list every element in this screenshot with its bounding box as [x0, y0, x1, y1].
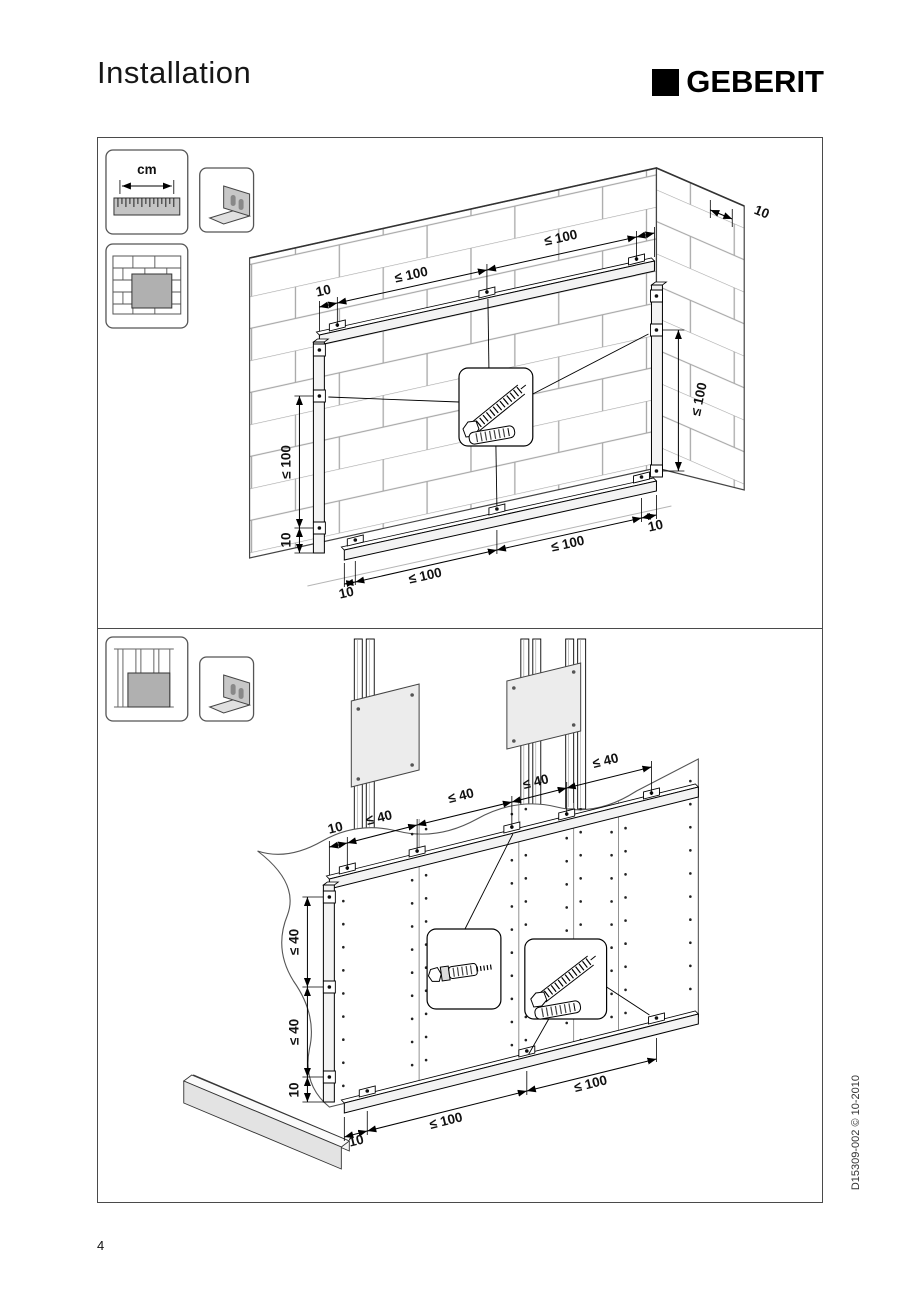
- panel-screw-dots: [342, 779, 692, 1093]
- masonry-installation-section: cm: [98, 138, 822, 629]
- dimension-labels: 10 ≤ 100 ≤ 100 10 ≤ 100 ≤ 100 10 10 ≤ 10…: [278, 202, 771, 602]
- dimension-label: ≤ 100: [428, 1109, 464, 1132]
- screw-illustration: [530, 955, 596, 1008]
- dimension-label: ≤ 100: [572, 1072, 608, 1095]
- wall-plug-illustration: [468, 425, 516, 445]
- screw-and-plug-detail: [524, 938, 608, 1020]
- dimension-label: ≤ 40: [286, 929, 301, 955]
- mounting-plates: [350, 662, 582, 788]
- logo-wordmark: GEBERIT: [686, 64, 824, 99]
- fastening-clip: [649, 464, 663, 478]
- dimension-label: 10: [278, 532, 293, 547]
- fastening-clip: [322, 980, 336, 994]
- dimension-label: ≤ 100: [550, 533, 586, 555]
- drywall-installation-section: 10 ≤ 40 ≤ 40 ≤ 40 ≤ 40 ≤ 40 ≤ 40 10 ≤ 10…: [98, 629, 822, 1203]
- fastening-clip: [649, 289, 663, 303]
- dimension-label: 10: [347, 1132, 365, 1150]
- dimension-label: ≤ 100: [688, 381, 710, 417]
- main-horizontal-rail: [325, 783, 700, 890]
- masonry-wall-icon: [105, 243, 189, 329]
- stud-wall-icon: [105, 636, 189, 722]
- dimension-label: ≤ 40: [521, 771, 550, 792]
- fastening-clip: [312, 389, 326, 403]
- anchor-illustration: [427, 962, 493, 982]
- dimension-label: ≤ 100: [278, 445, 293, 479]
- dimension-label: ≤ 100: [543, 227, 579, 249]
- page-title: Installation: [97, 55, 252, 90]
- logo-square-icon: [652, 68, 680, 96]
- detail-leader-lines: [464, 833, 650, 1055]
- screw-and-plug-detail: [458, 367, 534, 447]
- dimension-label: 10: [326, 819, 344, 837]
- fastening-clip: [312, 343, 326, 357]
- document-reference: D15309-002 © 10-2010: [850, 1075, 862, 1191]
- anchor-detail: [426, 928, 502, 1010]
- ruler-cm-icon: cm: [105, 149, 189, 235]
- geberit-logo: GEBERIT: [652, 64, 824, 100]
- floor-channel: [182, 1074, 351, 1170]
- dimension-lines: [294, 200, 733, 588]
- fastening-clip: [312, 521, 326, 535]
- masonry-diagram: cm: [105, 149, 772, 602]
- dimension-lines: [302, 761, 657, 1141]
- dimension-label: 10: [286, 1082, 301, 1097]
- ruler-unit-label: cm: [137, 162, 156, 177]
- dimension-label: ≤ 40: [286, 1019, 301, 1045]
- dimension-label: 10: [314, 282, 332, 300]
- diagram-frame: cm: [97, 137, 823, 1203]
- drywall-diagram: 10 ≤ 40 ≤ 40 ≤ 40 ≤ 40 ≤ 40 ≤ 40 10 ≤ 10…: [105, 636, 700, 1170]
- mounting-bracket-icon: [199, 656, 255, 722]
- dimension-label: ≤ 40: [365, 807, 394, 828]
- dimension-label: ≤ 40: [591, 750, 620, 771]
- dimension-label: 10: [337, 584, 355, 602]
- dimension-label: 10: [647, 517, 665, 535]
- dimension-label: 10: [752, 202, 771, 222]
- detail-leader-lines: [328, 298, 649, 507]
- wall-plug-illustration: [534, 1000, 582, 1020]
- left-vertical-rail: [322, 881, 340, 1103]
- dimension-labels: 10 ≤ 40 ≤ 40 ≤ 40 ≤ 40 ≤ 40 ≤ 40 10 ≤ 10…: [286, 750, 620, 1150]
- dimension-label: ≤ 100: [407, 565, 443, 587]
- page-number: 4: [97, 1238, 105, 1253]
- fastening-clip: [649, 323, 663, 337]
- fastening-clip: [322, 890, 336, 904]
- dimension-label: ≤ 100: [393, 264, 429, 286]
- mounting-bracket-icon: [199, 167, 255, 233]
- dimension-label: ≤ 40: [446, 785, 475, 806]
- fastening-clip: [322, 1070, 336, 1084]
